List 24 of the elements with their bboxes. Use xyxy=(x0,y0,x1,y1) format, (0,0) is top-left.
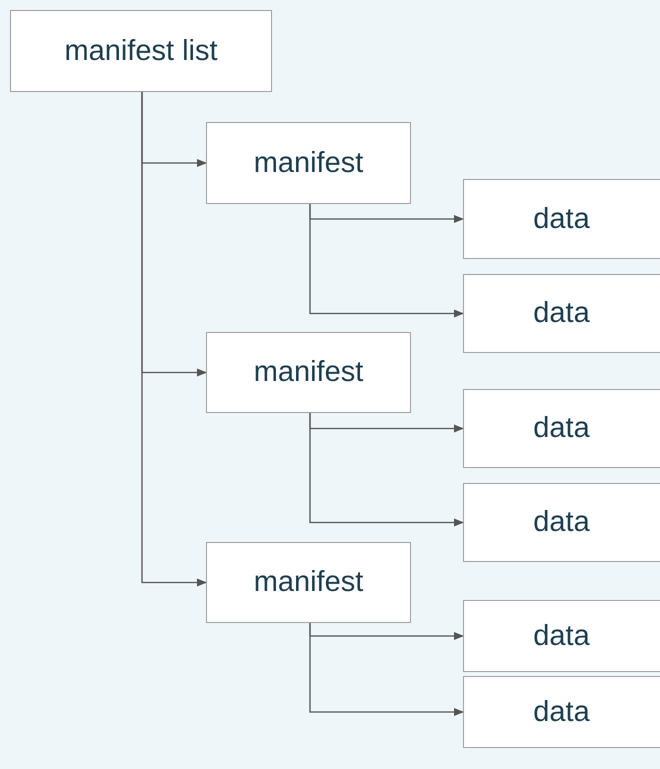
node-label: data xyxy=(533,618,590,654)
connector-arrow xyxy=(309,204,464,318)
node-box xyxy=(463,600,660,672)
node-label: manifest list xyxy=(64,34,218,69)
node-box xyxy=(463,179,660,259)
node-box xyxy=(206,332,411,413)
node-label: manifest xyxy=(254,565,364,600)
node-box xyxy=(463,483,660,562)
connector-arrow xyxy=(309,413,464,526)
node-box xyxy=(463,389,660,468)
node-box xyxy=(206,122,411,204)
connector-arrow xyxy=(141,92,207,586)
node-box xyxy=(10,10,272,92)
node-box xyxy=(463,274,660,353)
node-label: manifest xyxy=(254,146,364,181)
node-label: data xyxy=(533,694,590,730)
node-label: data xyxy=(533,202,590,237)
node-label: data xyxy=(533,505,590,540)
node-label: data xyxy=(533,411,590,446)
node-box xyxy=(463,676,660,748)
node-label: manifest xyxy=(254,355,364,390)
connector-arrow xyxy=(309,623,464,716)
node-label: data xyxy=(533,296,590,332)
node-box xyxy=(206,542,411,623)
